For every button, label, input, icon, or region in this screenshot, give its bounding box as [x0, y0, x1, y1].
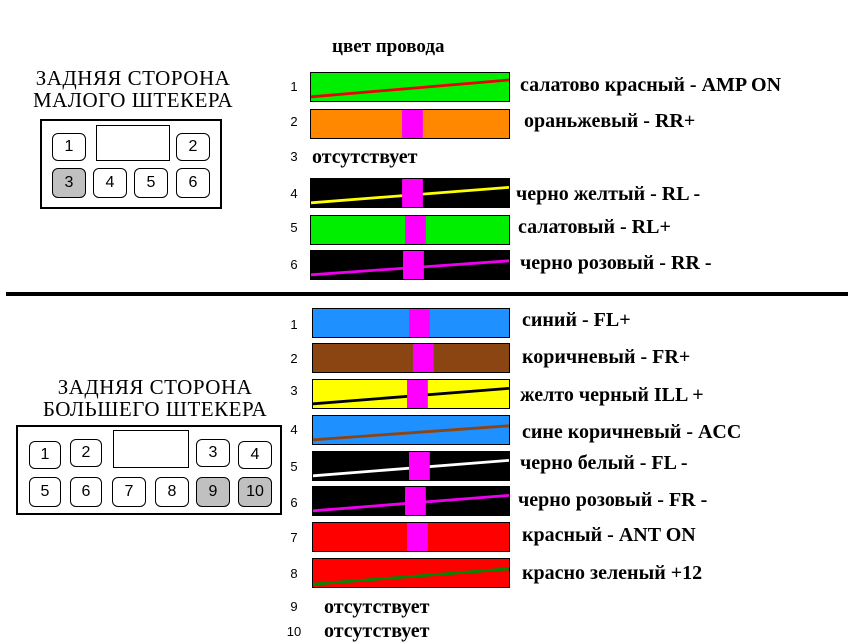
small-connector-key	[96, 125, 170, 161]
small-wire-swatch-4	[310, 178, 510, 208]
large-wire-number-8: 8	[290, 566, 298, 581]
small-wire-marker-4	[402, 179, 423, 207]
large-wire-swatch-1	[312, 308, 510, 338]
small-pin-4: 4	[93, 168, 127, 198]
large-wire-number-10: 10	[286, 624, 302, 639]
large-wire-marker-1	[409, 309, 430, 337]
large-wire-label-5: черно белый - FL -	[520, 452, 688, 474]
large-wire-label-6: черно розовый - FR -	[518, 489, 708, 511]
large-connector-diagram: 1 2 3 4 5 6 7 8 9 10	[16, 425, 282, 515]
large-wire-swatch-4	[312, 415, 510, 445]
large-pin-8: 8	[155, 477, 189, 507]
small-wire-marker-5	[405, 216, 426, 244]
small-wire-label-2: ораньжевый - RR+	[524, 110, 696, 132]
large-wire-swatch-3	[312, 379, 510, 409]
large-wire-marker-5	[409, 452, 430, 480]
small-wire-label-3: отсутствует	[312, 146, 418, 168]
large-wire-label-7: красный - ANT ON	[522, 524, 696, 546]
small-wire-number-3: 3	[290, 149, 298, 164]
small-wire-number-5: 5	[290, 220, 298, 235]
large-pin-9: 9	[196, 477, 230, 507]
small-connector-title: ЗАДНЯЯ СТОРОНА МАЛОГО ШТЕКЕРА	[8, 67, 258, 111]
large-pin-10: 10	[238, 477, 272, 507]
small-connector-title-line1: ЗАДНЯЯ СТОРОНА	[35, 66, 231, 90]
large-wire-marker-6	[405, 487, 426, 515]
small-pin-2: 2	[176, 133, 210, 161]
small-pin-6: 6	[176, 168, 210, 198]
small-pin-3: 3	[52, 168, 86, 198]
small-wire-number-6: 6	[290, 257, 298, 272]
large-wire-stripe-4	[313, 424, 509, 442]
small-wire-label-4: черно желтый - RL -	[516, 183, 701, 205]
large-pin-5: 5	[29, 477, 61, 507]
small-pin-5: 5	[134, 168, 168, 198]
large-wire-swatch-7	[312, 522, 510, 552]
small-wire-marker-6	[403, 251, 424, 279]
large-wire-swatch-5	[312, 451, 510, 481]
large-wire-label-8: красно зеленый +12	[522, 562, 703, 584]
large-wire-number-7: 7	[290, 530, 298, 545]
small-wire-number-1: 1	[290, 79, 298, 94]
large-wire-number-2: 2	[290, 351, 298, 366]
large-wire-number-5: 5	[290, 459, 298, 474]
large-pin-6: 6	[70, 477, 102, 507]
large-wire-label-1: синий - FL+	[522, 309, 631, 331]
large-pin-4: 4	[238, 441, 272, 469]
large-wire-marker-2	[412, 344, 434, 372]
large-wire-swatch-2	[312, 343, 510, 373]
small-wire-swatch-1	[310, 72, 510, 102]
small-wire-number-2: 2	[290, 114, 298, 129]
small-wire-stripe-1	[311, 78, 509, 99]
small-wire-label-5: салатовый - RL+	[518, 216, 671, 238]
large-wire-stripe-8	[313, 567, 509, 586]
large-pin-1: 1	[29, 441, 61, 469]
large-pin-3: 3	[196, 439, 230, 467]
small-wire-number-4: 4	[290, 186, 298, 201]
small-wire-label-1: салатово красный - AMP ON	[520, 74, 782, 96]
large-connector-title: ЗАДНЯЯ СТОРОНА БОЛЬШЕГО ШТЕКЕРА	[10, 376, 300, 420]
small-connector-title-line2: МАЛОГО ШТЕКЕРА	[32, 88, 234, 112]
large-pin-7: 7	[112, 477, 146, 507]
large-wire-label-2: коричневый - FR+	[522, 346, 691, 368]
wire-color-header: цвет провода	[332, 36, 445, 57]
small-wire-swatch-6	[310, 250, 510, 280]
small-pin-1: 1	[52, 133, 86, 161]
large-wire-number-6: 6	[290, 495, 298, 510]
large-connector-title-line1: ЗАДНЯЯ СТОРОНА	[57, 375, 253, 399]
large-wire-number-3: 3	[290, 383, 298, 398]
small-wire-label-6: черно розовый - RR -	[520, 252, 712, 274]
large-wire-swatch-8	[312, 558, 510, 588]
large-pin-2: 2	[70, 439, 102, 467]
small-connector-diagram: 1 2 3 4 5 6	[40, 119, 222, 209]
large-connector-key	[113, 430, 189, 468]
small-wire-swatch-2	[310, 109, 510, 139]
large-wire-number-4: 4	[290, 422, 298, 437]
large-wire-label-4: сине коричневый - ACC	[522, 421, 742, 443]
large-wire-swatch-6	[312, 486, 510, 516]
small-wire-marker-2	[402, 110, 423, 138]
large-wire-marker-7	[407, 523, 428, 551]
large-wire-marker-3	[407, 380, 428, 408]
small-wire-swatch-5	[310, 215, 510, 245]
large-wire-label-10: отсутствует	[324, 620, 430, 642]
large-wire-label-3: желто черный ILL +	[520, 384, 704, 406]
large-wire-label-9: отсутствует	[324, 596, 430, 618]
large-wire-number-1: 1	[290, 317, 298, 332]
large-connector-title-line2: БОЛЬШЕГО ШТЕКЕРА	[42, 397, 268, 421]
large-wire-number-9: 9	[290, 599, 298, 614]
section-divider	[6, 292, 848, 296]
